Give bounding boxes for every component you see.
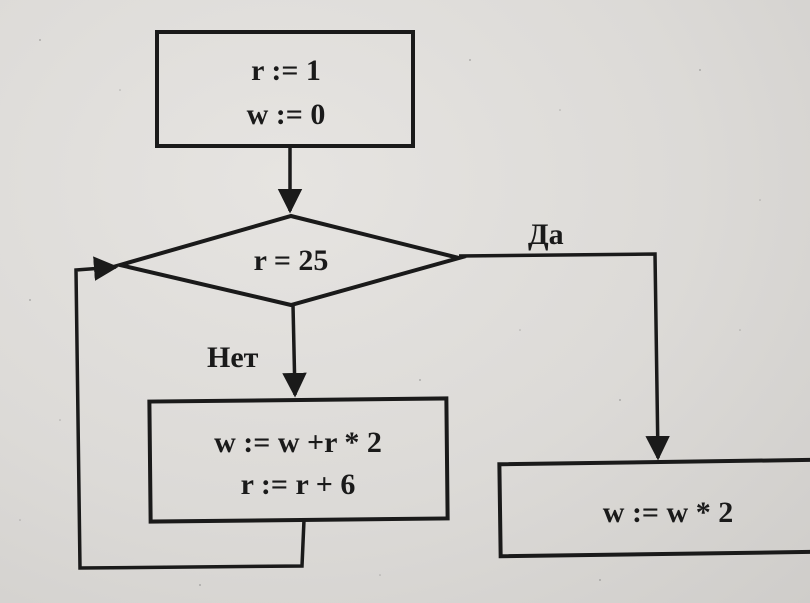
- final-block: w := w * 2: [497, 457, 810, 559]
- init-block: r := 1 w := 0: [155, 30, 415, 148]
- yes-label: Да: [528, 218, 564, 251]
- init-block-frame: [155, 30, 415, 148]
- init-line-2: w := 0: [247, 98, 326, 131]
- no-label: Нет: [207, 341, 259, 374]
- paper-speckles: [19, 39, 761, 586]
- loop-block-frame: [147, 396, 450, 524]
- yes-branch-line: [458, 252, 670, 461]
- condition-text: r = 25: [254, 244, 329, 277]
- decision-block: r = 25: [112, 213, 467, 308]
- final-block-frame: [497, 457, 810, 559]
- init-line-1: r := 1: [251, 54, 321, 87]
- decision-diamond: [112, 213, 467, 308]
- final-text: w := w * 2: [603, 496, 733, 529]
- loop-back-line: [74, 256, 306, 570]
- loop-block: w := w +r * 2 r := r + 6: [147, 396, 450, 524]
- loop-line-1: w := w +r * 2: [214, 426, 382, 459]
- no-branch-line: [282, 304, 307, 398]
- loop-line-2: r := r + 6: [241, 468, 356, 501]
